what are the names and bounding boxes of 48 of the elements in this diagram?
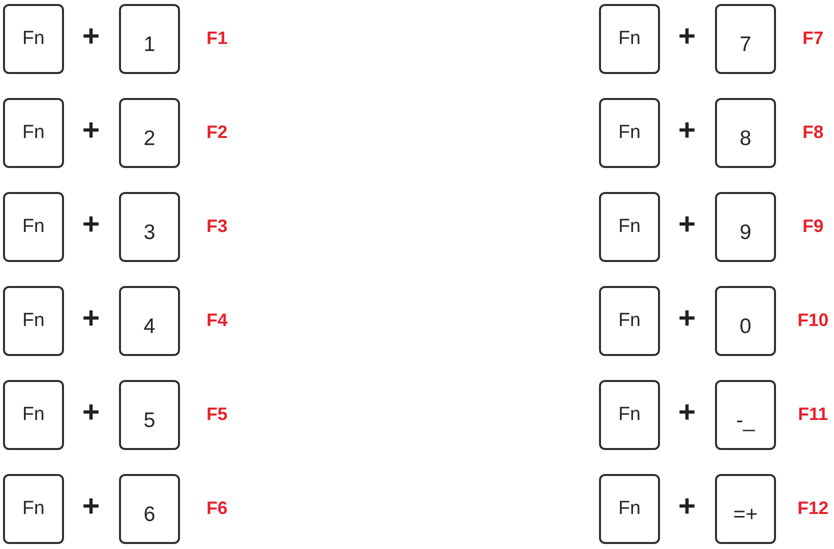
keyboard-key: 5 xyxy=(119,380,180,450)
plus-sign: + xyxy=(677,210,697,243)
keyboard-key: Fn xyxy=(3,98,64,168)
keyboard-key: Fn xyxy=(599,286,660,356)
plus-sign: + xyxy=(677,398,697,431)
keyboard-key: Fn xyxy=(3,380,64,450)
plus-sign: + xyxy=(677,116,697,149)
keyboard-key: Fn xyxy=(3,286,64,356)
plus-sign: + xyxy=(81,22,101,55)
keyboard-key: 9 xyxy=(715,192,776,262)
function-key-label: F10 xyxy=(796,310,830,332)
function-key-label: F2 xyxy=(205,122,228,144)
keyboard-key: Fn xyxy=(599,98,660,168)
keyboard-key: 6 xyxy=(119,474,180,544)
keyboard-key: 4 xyxy=(119,286,180,356)
plus-sign: + xyxy=(81,210,101,243)
function-key-label: F9 xyxy=(801,216,824,238)
plus-sign: + xyxy=(677,22,697,55)
keyboard-key: 0 xyxy=(715,286,776,356)
keyboard-key: Fn xyxy=(599,380,660,450)
plus-sign: + xyxy=(81,304,101,337)
plus-sign: + xyxy=(677,492,697,525)
keyboard-key: Fn xyxy=(599,192,660,262)
keyboard-key: =+ xyxy=(715,474,776,544)
keyboard-key: Fn xyxy=(3,192,64,262)
plus-sign: + xyxy=(81,116,101,149)
plus-sign: + xyxy=(81,398,101,431)
keyboard-key: 8 xyxy=(715,98,776,168)
plus-sign: + xyxy=(81,492,101,525)
function-key-label: F3 xyxy=(205,216,228,238)
plus-sign: + xyxy=(677,304,697,337)
keyboard-key: 1 xyxy=(119,4,180,74)
function-key-label: F5 xyxy=(205,404,228,426)
keyboard-key: 7 xyxy=(715,4,776,74)
function-key-label: F4 xyxy=(205,310,228,332)
function-key-label: F6 xyxy=(205,498,228,520)
function-key-label: F8 xyxy=(801,122,824,144)
function-key-label: F7 xyxy=(801,28,824,50)
keyboard-key: Fn xyxy=(3,4,64,74)
keyboard-key: Fn xyxy=(599,4,660,74)
keyboard-key: -_ xyxy=(715,380,776,450)
function-key-label: F1 xyxy=(205,28,228,50)
keyboard-key: Fn xyxy=(599,474,660,544)
function-key-label: F11 xyxy=(796,404,830,426)
function-key-label: F12 xyxy=(796,498,830,520)
keyboard-key: 3 xyxy=(119,192,180,262)
keyboard-key: Fn xyxy=(3,474,64,544)
keyboard-key: 2 xyxy=(119,98,180,168)
